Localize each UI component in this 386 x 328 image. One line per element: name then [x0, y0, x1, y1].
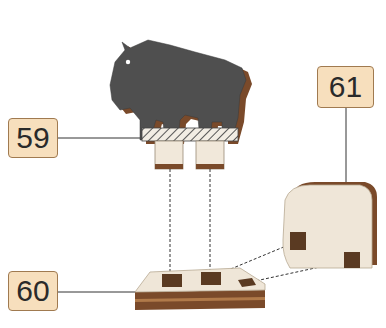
bison-part	[110, 40, 252, 169]
callout-number: 60	[8, 271, 58, 311]
leader-line	[346, 108, 347, 186]
base-part	[135, 268, 265, 310]
callout-number: 61	[317, 66, 374, 108]
leader-line	[58, 292, 136, 293]
side-part	[283, 182, 377, 268]
leader-line	[58, 138, 142, 139]
callout-number: 59	[8, 118, 58, 158]
